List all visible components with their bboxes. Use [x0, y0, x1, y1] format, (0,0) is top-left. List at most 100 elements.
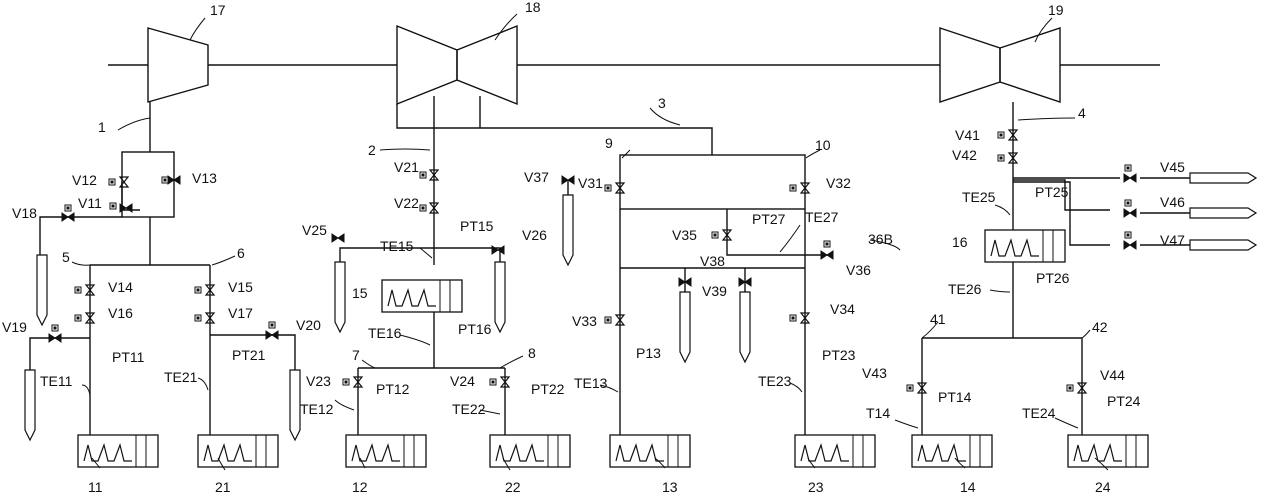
label-n12: 12: [352, 479, 368, 495]
pipe-v46: [1013, 179, 1110, 211]
heater-11: [77, 434, 159, 468]
label-v42: V42: [952, 147, 977, 163]
label-v16: V16: [108, 305, 133, 321]
turbine-18-left: [396, 24, 458, 106]
label-v41: V41: [955, 127, 980, 143]
pipe-36b: [726, 209, 832, 256]
heater-24: [1067, 434, 1149, 468]
label-v14: V14: [108, 279, 133, 295]
pipe-v18: [39, 216, 122, 255]
label-pt25: PT25: [1035, 184, 1069, 200]
label-te16: TE16: [368, 325, 402, 341]
label-v23: V23: [306, 373, 331, 389]
label-pt11: PT11: [112, 349, 145, 365]
label-n4: 4: [1078, 105, 1086, 121]
heater-15: [381, 279, 463, 313]
tank-v38: [679, 291, 691, 363]
label-te11: TE11: [40, 373, 73, 389]
valve-v46: [1123, 208, 1137, 218]
label-n9: 9: [605, 135, 613, 151]
label-pt23: PT23: [822, 347, 856, 363]
label-pt26: PT26: [1036, 270, 1070, 286]
label-te27: TE27: [805, 209, 839, 225]
label-v36: V36: [846, 262, 871, 278]
label-te12: TE12: [300, 401, 334, 417]
label-n41: 41: [930, 311, 946, 327]
heater-14: [911, 434, 993, 468]
valve-v12: [119, 176, 129, 188]
label-pt21: PT21: [232, 347, 266, 363]
label-te15: TE15: [380, 238, 414, 254]
tank-v18: [36, 254, 48, 326]
tank-v26: [494, 261, 506, 333]
label-n5: 5: [62, 249, 70, 265]
label-te14: T14: [866, 405, 890, 421]
compressor-17: [147, 27, 209, 103]
label-v33: V33: [572, 313, 597, 329]
label-v18: V18: [12, 205, 37, 221]
valve-v47: [1123, 240, 1137, 250]
label-v21: V21: [394, 159, 419, 175]
tank-v46: [1189, 207, 1257, 219]
tank-v20: [289, 369, 301, 441]
valve-v19: [48, 333, 62, 343]
label-n22: 22: [505, 479, 521, 495]
heater-22: [489, 434, 571, 468]
label-pt15: PT15: [460, 218, 494, 234]
label-v31: V31: [578, 175, 603, 191]
pipe-v19: [29, 337, 90, 370]
label-te22: TE22: [452, 401, 486, 417]
turbine-19-left: [939, 27, 1001, 103]
manifold-box-center: [619, 154, 806, 210]
label-pt24: PT24: [1107, 393, 1141, 409]
label-v17: V17: [228, 305, 253, 321]
label-pt13: P13: [636, 345, 661, 361]
label-n18: 18: [525, 0, 541, 15]
label-v11: V11: [78, 195, 102, 211]
label-v43: V43: [862, 365, 887, 381]
label-te26: TE26: [948, 281, 982, 297]
valve-v36: [820, 250, 834, 260]
heater-12: [345, 434, 427, 468]
label-n3: 3: [658, 95, 666, 111]
label-te25: TE25: [962, 189, 996, 205]
label-pt27: PT27: [752, 211, 786, 227]
label-v32: V32: [826, 175, 851, 191]
label-pt22: PT22: [531, 381, 565, 397]
valve-v18: [61, 212, 75, 222]
heater-13: [609, 434, 691, 468]
valve-v20: [265, 330, 279, 340]
label-v46: V46: [1160, 194, 1185, 210]
label-v37: V37: [524, 169, 549, 185]
label-n1: 1: [98, 119, 106, 135]
pipe-v20: [210, 334, 296, 370]
label-v38: V38: [700, 253, 725, 269]
tank-v19: [24, 369, 36, 441]
valve-v25: [331, 233, 345, 243]
turbine-19-right: [999, 27, 1061, 103]
tank-v39: [739, 291, 751, 363]
label-v19: V19: [2, 319, 27, 335]
label-v44: V44: [1100, 367, 1125, 383]
label-n42: 42: [1092, 319, 1108, 335]
tank-v45: [1189, 172, 1257, 184]
label-n14: 14: [960, 479, 976, 495]
label-v26: V26: [522, 227, 547, 243]
label-pt14: PT14: [938, 389, 972, 405]
heater-16: [984, 229, 1066, 263]
label-v34: V34: [830, 301, 855, 317]
label-te23: TE23: [758, 373, 792, 389]
tank-v25: [334, 261, 346, 333]
pipe-v25: [339, 247, 434, 262]
label-v24: V24: [450, 373, 475, 389]
label-v20: V20: [296, 317, 321, 333]
valve-v26: [491, 245, 505, 255]
heater-21: [197, 434, 279, 468]
label-v13: V13: [192, 170, 217, 186]
pipe-v47: [1013, 181, 1110, 246]
pipe-3: [396, 104, 713, 155]
label-v35: V35: [672, 227, 697, 243]
label-te13: TE13: [574, 375, 608, 391]
label-n11: 11: [88, 479, 103, 495]
label-v47: V47: [1160, 232, 1185, 248]
